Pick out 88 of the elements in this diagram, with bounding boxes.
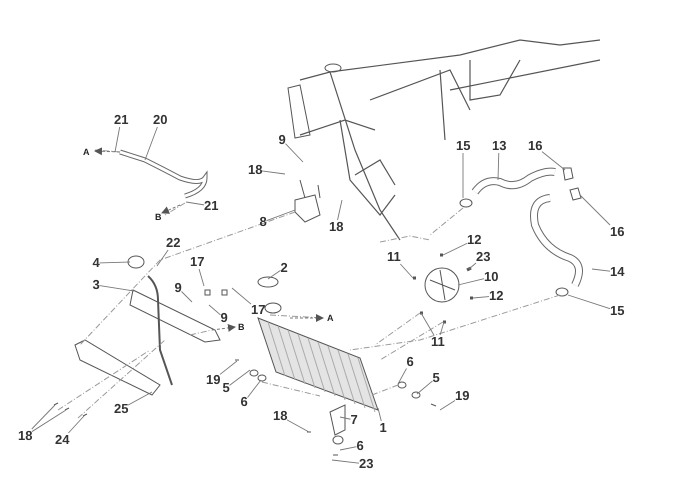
callout-number: 7: [350, 413, 358, 427]
leader-line: [285, 143, 304, 162]
callout-number: 11: [387, 250, 401, 264]
leader-line: [542, 151, 566, 170]
callout-number: 23: [359, 457, 374, 471]
callout-number: 21: [114, 113, 128, 127]
callout-number: 6: [406, 355, 414, 369]
leader-line: [462, 152, 464, 198]
callout-number: 6: [240, 395, 248, 409]
leader-line: [472, 296, 490, 298]
leader-line: [440, 322, 444, 336]
leader-line: [568, 294, 610, 310]
callout-number: 9: [174, 281, 182, 295]
callout-number: 3: [92, 278, 100, 292]
leader-line: [468, 262, 476, 270]
leader-line: [32, 410, 66, 432]
leader-line: [262, 170, 286, 174]
leader-line: [498, 152, 500, 180]
callout-number: 24: [55, 433, 70, 447]
leader-line: [68, 416, 84, 434]
callout-number: 18: [329, 220, 344, 234]
callout-number: 4: [92, 256, 100, 270]
callout-number: 5: [222, 381, 230, 395]
callout-number: 18: [18, 429, 32, 443]
callout-number: 9: [220, 311, 228, 325]
leader-line: [198, 268, 204, 286]
leader-line: [266, 210, 296, 222]
callout-number: 16: [528, 139, 542, 153]
leader-line: [181, 291, 192, 302]
callout-number: 8: [260, 215, 267, 229]
leader-line: [442, 242, 468, 256]
callout-number: 17: [190, 255, 204, 269]
callout-number: 11: [431, 335, 445, 349]
leader-line: [114, 126, 120, 152]
callout-number: 17: [251, 303, 266, 317]
callout-number: 25: [114, 402, 128, 416]
leader-line: [458, 278, 484, 286]
leader-line: [416, 380, 433, 394]
callout-number: 18: [248, 163, 262, 177]
leader-line: [186, 202, 204, 206]
leader-line: [340, 446, 357, 450]
callout-number: 2: [280, 261, 288, 275]
leader-line: [156, 250, 169, 266]
callout-number: 5: [432, 371, 440, 385]
leader-line: [420, 312, 434, 336]
leader-line: [332, 460, 360, 464]
callout-number: 19: [455, 389, 470, 403]
leader-line: [220, 360, 238, 375]
connection-letter: B: [238, 322, 244, 332]
leader-line: [398, 368, 407, 384]
connection-letter: B: [155, 212, 162, 222]
leader-line: [99, 262, 130, 264]
leader-line: [268, 270, 281, 280]
callout-number: 14: [610, 265, 624, 279]
leader-line: [378, 408, 382, 422]
connection-letter: A: [327, 313, 334, 323]
leader-line: [144, 126, 158, 160]
callout-number: 13: [492, 139, 506, 153]
leader-line: [229, 370, 250, 386]
callout-number: 20: [153, 113, 168, 127]
connection-letter: A: [83, 147, 90, 157]
callout-number: 21: [204, 199, 218, 213]
leader-line: [286, 419, 310, 432]
callout-number: 1: [380, 421, 387, 435]
callout-number: 15: [610, 304, 624, 318]
callout-number: 6: [356, 439, 364, 453]
leader-line: [31, 404, 56, 430]
leader-line: [580, 194, 610, 226]
leader-line: [208, 304, 221, 316]
leader-line: [247, 380, 262, 398]
leader-line: [440, 400, 456, 410]
leader-line: [592, 268, 610, 272]
callout-number: 12: [467, 233, 482, 247]
callout-number: 22: [166, 236, 180, 250]
callout-number: 15: [456, 139, 470, 153]
callout-number: 10: [484, 270, 498, 284]
callout-number: 23: [476, 250, 490, 264]
callout-number: 9: [278, 133, 286, 147]
callout-number: 16: [610, 225, 624, 239]
leader-line: [99, 285, 134, 292]
leader-line: [232, 288, 252, 305]
leader-line: [400, 264, 414, 278]
callout-number: 19: [206, 373, 220, 387]
leader-line: [340, 416, 351, 420]
leader-line: [128, 392, 152, 406]
callout-number: 12: [489, 289, 504, 303]
callout-number: 18: [273, 409, 288, 423]
leader-line: [337, 200, 342, 220]
